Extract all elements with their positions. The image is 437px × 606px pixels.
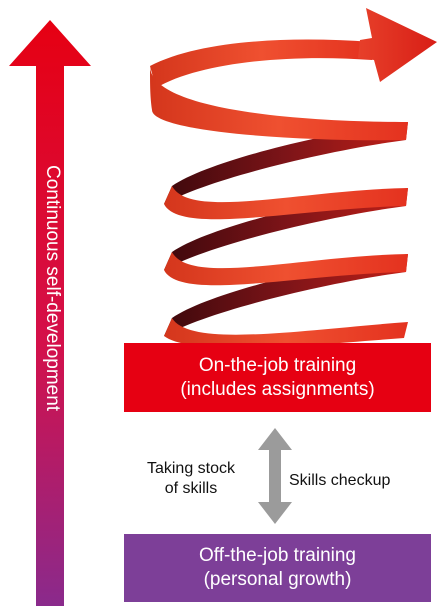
skills-double-arrow	[258, 428, 292, 524]
self-development-label: Continuous self-development	[42, 165, 63, 412]
skills-checkup-label: Skills checkup	[289, 472, 391, 489]
off-the-job-title: Off-the-job training	[198, 545, 356, 566]
self-development-arrow	[9, 20, 91, 606]
spiral-back-segments	[164, 122, 408, 336]
off-the-job-subtitle: (personal growth)	[203, 569, 352, 590]
on-the-job-training-box: On-the-job training (includes assignment…	[124, 343, 431, 412]
off-the-job-training-box: Off-the-job training (personal growth)	[124, 534, 431, 602]
taking-stock-line1: Taking stock	[146, 460, 236, 477]
on-the-job-subtitle: (includes assignments)	[180, 378, 375, 400]
spiral-arrow-head	[358, 8, 437, 82]
taking-stock-label: Taking stock of skills	[125, 459, 257, 499]
spiral-front-segments	[150, 66, 408, 348]
spiral-top-ribbon	[150, 39, 372, 88]
on-the-job-title: On-the-job training	[198, 354, 357, 376]
taking-stock-line2: of skills	[164, 480, 218, 497]
